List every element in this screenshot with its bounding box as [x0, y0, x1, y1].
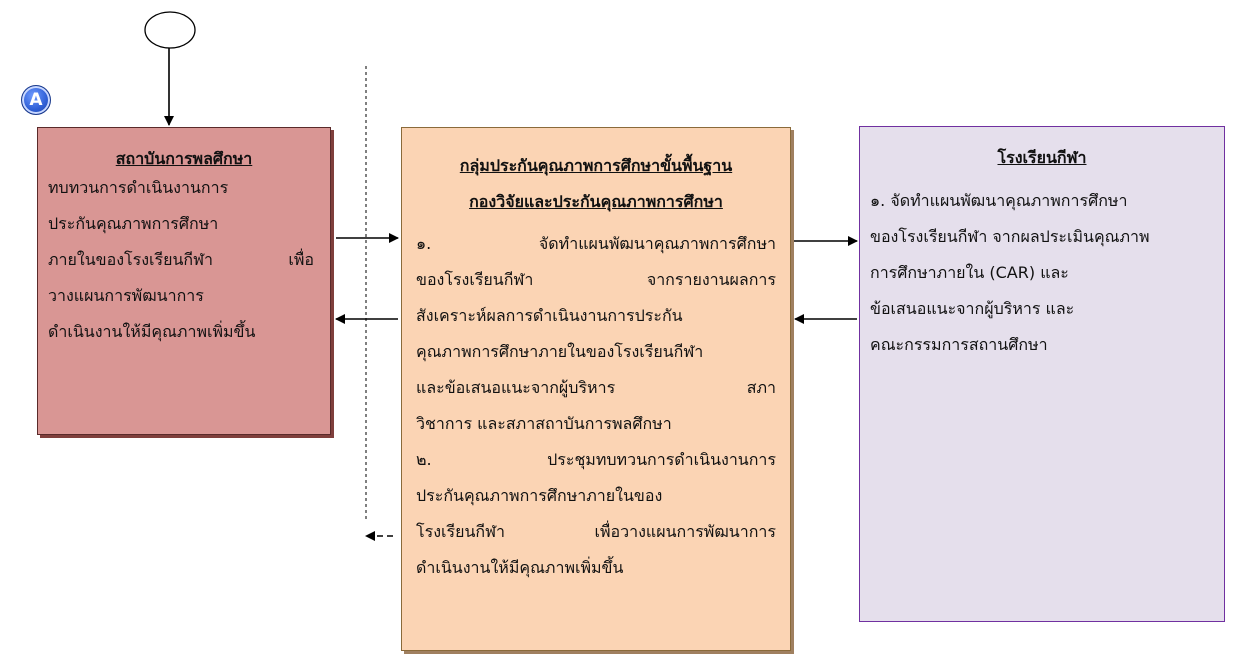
qa-group-line: โรงเรียนกีฬา เพื่อวางแผนการพัฒนาการ	[416, 522, 776, 541]
qa-group-line: ๑. จัดทำแผนพัฒนาคุณภาพการศึกษา	[416, 234, 776, 253]
sports-school-line: ข้อเสนอแนะจากผู้บริหาร และ	[870, 299, 1075, 318]
sports-school-line: ๑. จัดทำแผนพัฒนาคุณภาพการศึกษา	[870, 191, 1128, 210]
start-terminator	[144, 11, 196, 49]
sports-school-text: ๑. จัดทำแผนพัฒนาคุณภาพการศึกษา ของโรงเรี…	[870, 183, 1220, 363]
qa-group-line: ดำเนินงานให้มีคุณภาพเพิ่มขึ้น	[416, 558, 624, 577]
sports-school-line: คณะกรรมการสถานศึกษา	[870, 335, 1048, 354]
qa-group-line: ประกันคุณภาพการศึกษาภายในของ	[416, 486, 663, 505]
qa-group-title-line: กองวิจัยและประกันคุณภาพการศึกษา	[469, 192, 723, 211]
sports-school-box: โรงเรียนกีฬา ๑. จัดทำแผนพัฒนาคุณภาพการศึ…	[859, 126, 1225, 622]
institute-line: ดำเนินงานให้มีคุณภาพเพิ่มขึ้น	[48, 322, 256, 341]
qa-group-line: ๒. ประชุมทบทวนการดำเนินงานการ	[416, 450, 776, 469]
sports-school-line: การศึกษาภายใน (CAR) และ	[870, 263, 1069, 282]
institute-line: ทบทวนการดำเนินงานการ	[48, 178, 229, 197]
qa-group-box: กลุ่มประกันคุณภาพการศึกษาขั้นพื้นฐาน กอง…	[401, 127, 791, 651]
qa-group-line: วิชาการ และสภาสถาบันการพลศึกษา	[416, 414, 672, 433]
institute-text: ทบทวนการดำเนินงานการ ประกันคุณภาพการศึกษ…	[48, 170, 314, 350]
step-badge: A	[21, 85, 51, 115]
institute-box: สถาบันการพลศึกษา ทบทวนการดำเนินงานการ ปร…	[37, 127, 331, 435]
sports-school-line: ของโรงเรียนกีฬา จากผลประเมินคุณภาพ	[870, 227, 1150, 246]
qa-group-line: ของโรงเรียนกีฬา จากรายงานผลการ	[416, 270, 776, 289]
qa-group-title: กลุ่มประกันคุณภาพการศึกษาขั้นพื้นฐาน กอง…	[402, 148, 790, 220]
institute-line: ภายในของโรงเรียนกีฬา เพื่อ	[48, 250, 314, 269]
qa-group-title-line: กลุ่มประกันคุณภาพการศึกษาขั้นพื้นฐาน	[459, 156, 733, 175]
institute-title: สถาบันการพลศึกษา	[115, 149, 253, 168]
sports-school-title: โรงเรียนกีฬา	[997, 148, 1087, 167]
institute-line: วางแผนการพัฒนาการ	[48, 286, 204, 305]
institute-line: ประกันคุณภาพการศึกษา	[48, 214, 219, 233]
qa-group-line: สังเคราะห์ผลการดำเนินงานการประกัน	[416, 306, 683, 325]
qa-group-line: คุณภาพการศึกษาภายในของโรงเรียนกีฬา	[416, 342, 704, 361]
qa-group-text: ๑. จัดทำแผนพัฒนาคุณภาพการศึกษา ของโรงเรี…	[416, 226, 776, 586]
qa-group-line: และข้อเสนอแนะจากผู้บริหาร สภา	[416, 378, 776, 397]
